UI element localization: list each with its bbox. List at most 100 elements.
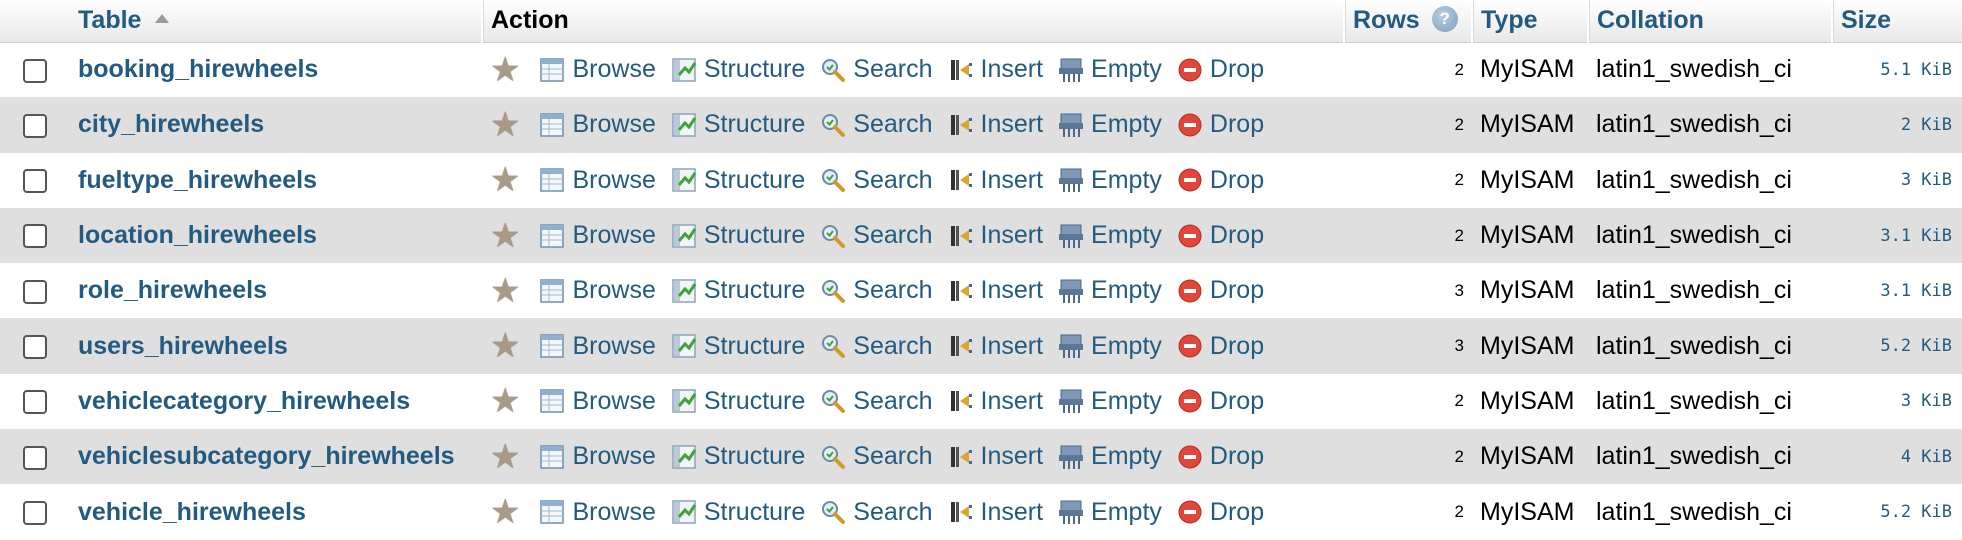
empty-action[interactable]: Empty [1057,498,1162,527]
drop-action[interactable]: Drop [1176,221,1264,250]
structure-action[interactable]: Structure [670,110,805,139]
size-value[interactable]: 5.2 KiB [1880,336,1952,357]
row-checkbox[interactable] [23,445,47,470]
favorite-star-icon[interactable]: ★ [490,382,521,421]
size-value[interactable]: 3.1 KiB [1880,280,1952,301]
sort-by-size-link[interactable]: Size [1841,6,1892,35]
search-action[interactable]: Search [819,110,933,139]
browse-action[interactable]: Browse [538,442,656,471]
structure-action[interactable]: Structure [670,221,805,250]
search-action[interactable]: Search [819,332,933,361]
header-size[interactable]: Size [1831,0,1962,43]
drop-action[interactable]: Drop [1176,498,1264,527]
size-value[interactable]: 5.1 KiB [1880,59,1952,80]
insert-action[interactable]: Insert [947,276,1043,305]
drop-action[interactable]: Drop [1176,55,1264,84]
size-value[interactable]: 4 KiB [1900,446,1952,467]
favorite-star-icon[interactable]: ★ [490,327,521,366]
header-collation[interactable]: Collation [1587,0,1832,43]
structure-action[interactable]: Structure [670,387,805,416]
insert-action[interactable]: Insert [947,498,1043,527]
favorite-star-icon[interactable]: ★ [490,271,521,310]
empty-action[interactable]: Empty [1057,166,1162,195]
row-checkbox[interactable] [23,58,47,83]
favorite-star-icon[interactable]: ★ [490,216,521,255]
structure-action[interactable]: Structure [670,276,805,305]
search-action[interactable]: Search [819,166,933,195]
row-checkbox[interactable] [23,169,47,194]
empty-action[interactable]: Empty [1057,110,1162,139]
size-value[interactable]: 5.2 KiB [1880,502,1952,523]
search-action[interactable]: Search [819,276,933,305]
sort-by-type-link[interactable]: Type [1481,6,1538,35]
structure-action[interactable]: Structure [670,55,805,84]
insert-action[interactable]: Insert [947,442,1043,471]
table-name-link[interactable]: vehicle_hirewheels [78,497,306,526]
row-checkbox[interactable] [23,224,47,249]
browse-action[interactable]: Browse [538,498,656,527]
browse-action[interactable]: Browse [538,332,656,361]
favorite-star-icon[interactable]: ★ [490,437,521,476]
browse-action[interactable]: Browse [538,221,656,250]
favorite-star-icon[interactable]: ★ [490,105,521,144]
structure-action[interactable]: Structure [670,498,805,527]
row-checkbox[interactable] [23,390,47,415]
header-type[interactable]: Type [1471,0,1588,43]
size-value[interactable]: 3 KiB [1900,170,1952,191]
empty-action[interactable]: Empty [1057,55,1162,84]
table-name-link[interactable]: users_hirewheels [78,331,288,360]
search-action[interactable]: Search [819,442,933,471]
row-checkbox[interactable] [23,335,47,360]
sort-by-rows-link[interactable]: Rows [1353,6,1420,35]
help-icon[interactable]: ? [1431,5,1458,32]
drop-action[interactable]: Drop [1176,387,1264,416]
row-checkbox[interactable] [23,113,47,138]
insert-action[interactable]: Insert [947,221,1043,250]
sort-by-collation-link[interactable]: Collation [1597,6,1704,35]
search-action[interactable]: Search [819,387,933,416]
empty-action[interactable]: Empty [1057,276,1162,305]
empty-action[interactable]: Empty [1057,332,1162,361]
header-rows[interactable]: Rows? [1343,0,1472,43]
favorite-star-icon[interactable]: ★ [490,161,521,200]
table-name-link[interactable]: role_hirewheels [78,276,267,305]
sort-by-table-link[interactable]: Table [78,6,142,35]
size-value[interactable]: 3.1 KiB [1880,225,1952,246]
insert-action[interactable]: Insert [947,110,1043,139]
empty-action[interactable]: Empty [1057,442,1162,471]
search-action[interactable]: Search [819,498,933,527]
structure-action[interactable]: Structure [670,166,805,195]
browse-action[interactable]: Browse [538,55,656,84]
insert-action[interactable]: Insert [947,166,1043,195]
favorite-star-icon[interactable]: ★ [490,493,521,532]
header-table[interactable]: Table [70,0,482,43]
drop-action[interactable]: Drop [1176,332,1264,361]
drop-action[interactable]: Drop [1176,166,1264,195]
table-name-link[interactable]: vehiclesubcategory_hirewheels [78,442,455,471]
insert-action[interactable]: Insert [947,55,1043,84]
structure-action[interactable]: Structure [670,332,805,361]
search-action[interactable]: Search [819,221,933,250]
structure-action[interactable]: Structure [670,442,805,471]
favorite-star-icon[interactable]: ★ [490,50,521,89]
browse-action[interactable]: Browse [538,276,656,305]
table-name-link[interactable]: booking_hirewheels [78,55,319,84]
table-name-link[interactable]: city_hirewheels [78,110,265,139]
insert-action[interactable]: Insert [947,387,1043,416]
table-name-link[interactable]: location_hirewheels [78,221,317,250]
table-name-link[interactable]: fueltype_hirewheels [78,165,317,194]
size-value[interactable]: 2 KiB [1900,114,1952,135]
browse-action[interactable]: Browse [538,110,656,139]
browse-action[interactable]: Browse [538,387,656,416]
drop-action[interactable]: Drop [1176,442,1264,471]
size-value[interactable]: 3 KiB [1900,391,1952,412]
insert-action[interactable]: Insert [947,332,1043,361]
empty-action[interactable]: Empty [1057,221,1162,250]
empty-action[interactable]: Empty [1057,387,1162,416]
drop-action[interactable]: Drop [1176,110,1264,139]
search-action[interactable]: Search [819,55,933,84]
row-checkbox[interactable] [23,279,47,304]
drop-action[interactable]: Drop [1176,276,1264,305]
browse-action[interactable]: Browse [538,166,656,195]
row-checkbox[interactable] [23,500,47,525]
